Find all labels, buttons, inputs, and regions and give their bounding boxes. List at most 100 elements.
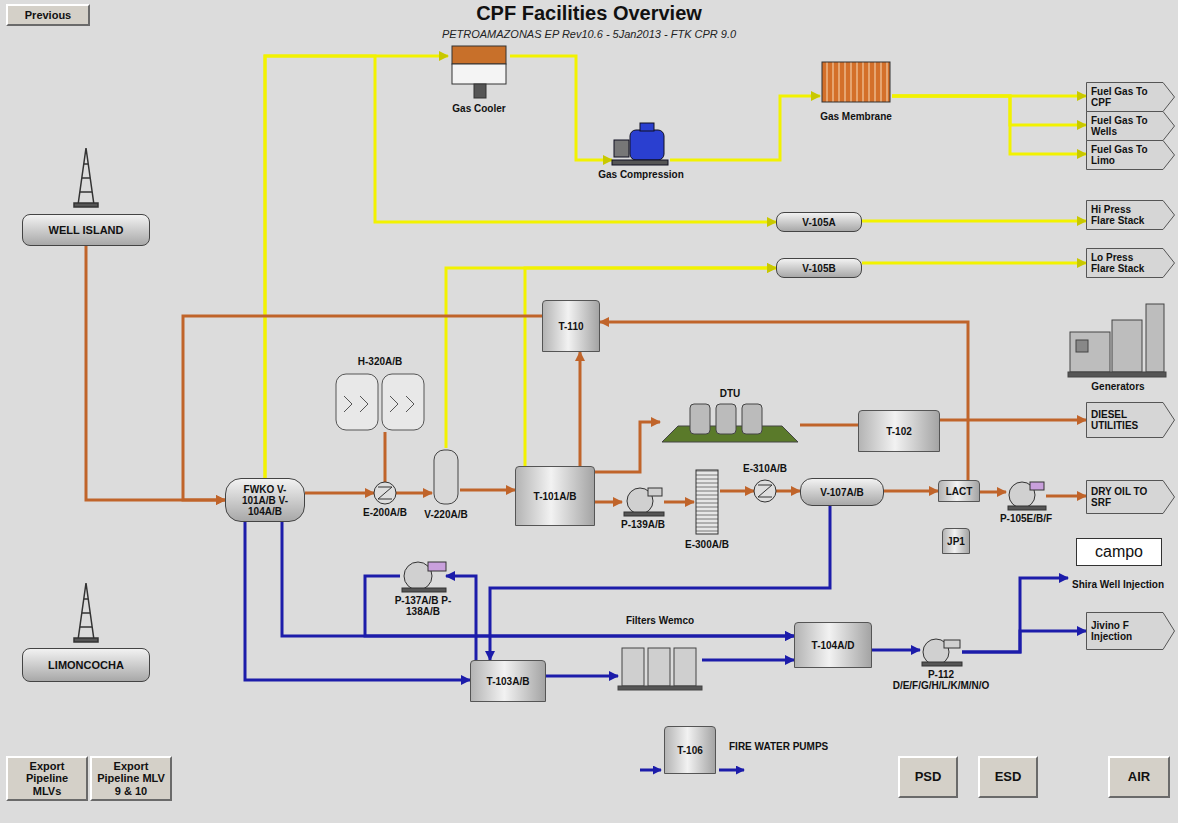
generators-icon [1068,304,1166,377]
node-label: PSD [915,770,942,784]
offpage-tag: DRY OIL TO SRF [1086,480,1175,514]
offpage-tag: Fuel Gas To Wells [1086,111,1175,141]
dtu-icon [662,404,798,442]
tank-box: LACT [938,480,980,502]
node-label: campo [1095,543,1143,561]
pipe-line [510,56,612,160]
node-label: V-105B [802,263,835,274]
pipe-line [892,96,1086,154]
node-label: T-101A/B [534,491,577,502]
tank-box: T-104A/D [794,622,872,668]
note-box: campo [1076,538,1162,566]
node-label: Fuel Gas To Wells [1091,115,1157,137]
pipe-line [579,352,582,466]
nav-button: Export Pipeline MLVs [6,756,88,801]
node-label: P-139A/B [621,519,665,530]
node-label: T-110 [558,321,583,332]
equipment-icon: Generators [1068,298,1168,378]
node-label: LIMONCOCHA [48,659,124,671]
tank-box: T-106FIRE WATER PUMPS [664,726,716,774]
tank-box: T-102 [858,410,940,452]
pipe-line [800,424,858,427]
node-label: T-104A/D [812,640,855,651]
pipe-line [720,490,754,493]
pipe-line [862,220,1086,223]
node-label: T-103A/B [487,676,530,687]
pipe-line [446,576,476,660]
pipe-line [862,262,1086,265]
membrane-icon [822,62,890,102]
heater-icon [336,374,424,430]
equipment-icon: Gas Cooler [448,44,510,100]
equipment-icon: P-105E/B/F [1006,480,1046,510]
text-label: Shira Well Injection [1068,574,1174,593]
tank-box: T-103A/B [470,660,546,702]
pipe-line [446,268,776,448]
node-label: Gas Compression [598,169,684,180]
equipment-icon: P-112 D/E/F/G/H/L/K/M/N/O [920,638,962,666]
pipe-line [396,492,432,495]
node-label: E-300A/B [685,539,729,550]
node-label: T-106 [677,745,703,756]
equipment-icon: H-320A/B [332,370,428,432]
filters-icon [618,648,702,690]
pipe-line [546,675,618,678]
nav-button: PSD [898,756,958,798]
pipe-line [670,96,820,160]
pipe-line [872,649,920,652]
node-label: Export Pipeline MLVs [12,760,82,796]
pipe-line [282,522,794,636]
node-label: LACT [946,486,973,497]
equipment-icon: Gas Compression [612,122,670,166]
page-title: CPF Facilities Overview [300,2,878,25]
equipment-icon: Filters Wemco [618,644,702,690]
tank-box: JP1 [942,528,970,554]
node-label: FWKO V-101A/B V-104A/B [230,484,300,517]
compressor-icon [612,123,668,165]
pipe-line [702,659,794,662]
nav-button: Previous [6,4,90,26]
node-label: ESD [995,770,1022,784]
node-label: P-137A/B P-138A/B [388,595,458,617]
offpage-tag: Fuel Gas To Limo [1086,140,1175,170]
vessel-box: V-107A/B [800,478,884,506]
offpage-tag: DIESEL UTILITIES [1086,402,1175,438]
pipe-line [892,96,1086,125]
node-label: DIESEL UTILITIES [1091,409,1157,431]
equipment-icon: E-310A/B [754,480,776,502]
offpage-tag: Jivino F Injection [1086,612,1175,650]
node-label: V-107A/B [820,487,863,498]
equipment-icon: DTU [660,402,800,442]
node-label: Fuel Gas To Limo [1091,144,1157,166]
node-label: WELL ISLAND [49,224,124,236]
node-label: DTU [720,388,741,399]
equipment-icon: E-200A/B [374,482,396,504]
pipe-line [940,419,1086,422]
vessel-box: V-105B [776,258,862,278]
equipment-icon: P-139A/B [622,486,664,516]
pipe-line [245,522,470,680]
node-label: Hi Press Flare Stack [1091,204,1157,226]
node-heading: FIRE WATER PUMPS [729,741,828,752]
pipe-line [962,578,1068,652]
node-label: Generators [1091,381,1144,392]
pipe-line [86,246,225,500]
vessel-box: FWKO V-101A/B V-104A/B [225,478,305,522]
equipment-icon: V-220A/B [432,448,460,506]
node-label: DRY OIL TO SRF [1091,486,1157,508]
node-label: AIR [1128,770,1150,784]
node-label: Previous [25,9,71,21]
pipe-line [776,490,800,493]
vessel-box: WELL ISLAND [22,214,150,246]
pipe-line [884,490,938,493]
offpage-tag: Fuel Gas To CPF [1086,82,1175,112]
node-label: Gas Membrane [820,111,892,122]
vessel-box: LIMONCOCHA [22,648,150,682]
pipe-line [600,322,968,480]
equipment-icon: E-300A/B [694,468,720,536]
tank-box: T-110 [542,300,600,352]
pipe-line [265,56,448,478]
offpage-tag: Hi Press Flare Stack [1086,200,1175,230]
